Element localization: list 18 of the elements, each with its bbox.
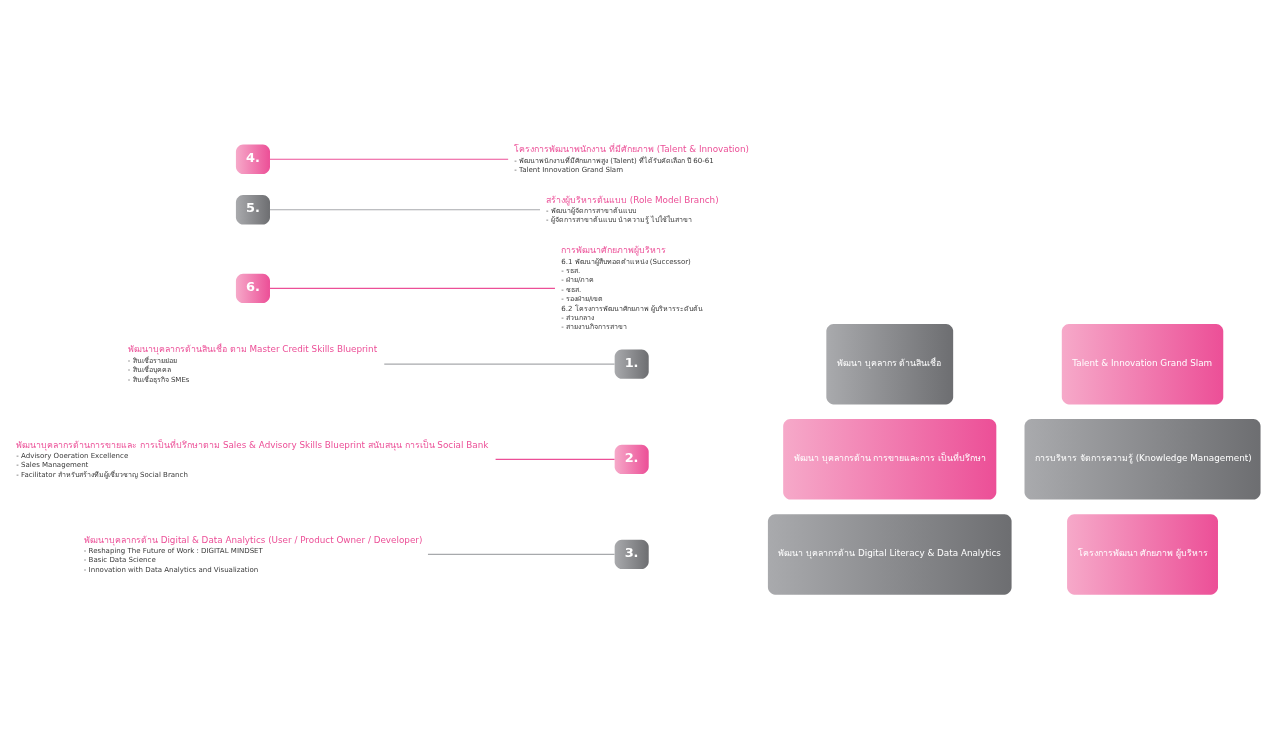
- connector: [269, 287, 556, 290]
- node-box: 4.: [235, 144, 270, 174]
- node-box: 6.: [235, 273, 270, 304]
- node-box: 1.: [614, 349, 649, 379]
- node-box: Talent & Innovation Grand Slam: [1061, 323, 1224, 405]
- connector: [383, 363, 616, 365]
- node-box: 2.: [614, 444, 649, 474]
- node-box: 3.: [614, 539, 649, 570]
- node-box: การบริหาร จัดการความรู้ (Knowledge Management): [1024, 419, 1261, 500]
- node-box: พัฒนา บุคลากร ด้านสินเชื่อ: [826, 323, 954, 405]
- node-box: 5.: [235, 195, 270, 225]
- connector: [269, 158, 509, 160]
- node-box: พัฒนา บุคลากรด้าน การขายและการ เป็นที่ปรึกษา: [783, 419, 997, 500]
- connector: [495, 458, 616, 460]
- node-box: พัฒนา บุคลากรด้าน Digital Literacy & Data Analytics: [767, 514, 1012, 595]
- node-box: โครงการพัฒนา ศักยภาพ ผู้บริหาร: [1067, 514, 1218, 595]
- connector: [269, 209, 541, 211]
- connector: [427, 553, 616, 555]
